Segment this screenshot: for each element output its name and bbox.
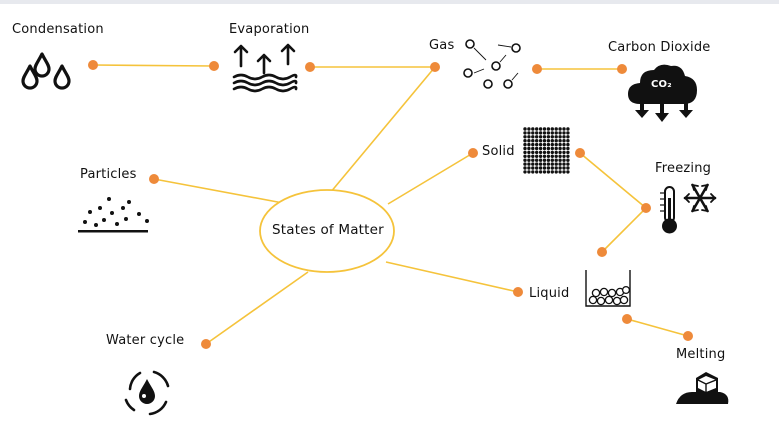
dot-evaporation-left — [209, 61, 219, 71]
label-co2-symbol: CO₂ — [651, 79, 672, 90]
gas-particles-icon — [463, 39, 521, 89]
label-gas: Gas — [429, 38, 455, 53]
line-center-watercycle — [205, 271, 309, 345]
dot-solid-left — [468, 148, 478, 158]
dot-co2 — [617, 64, 627, 74]
line-liquid-melting — [626, 318, 689, 337]
connector-dots — [88, 60, 693, 349]
label-water-cycle: Water cycle — [106, 333, 185, 348]
dot-liquid-top — [597, 247, 607, 257]
top-bar — [0, 0, 779, 4]
line-center-liquid — [385, 261, 519, 293]
dot-solid-right — [575, 148, 585, 158]
label-solid: Solid — [482, 144, 515, 159]
line-center-gas — [329, 66, 436, 194]
solid-grid-icon — [523, 127, 570, 174]
label-liquid: Liquid — [529, 286, 570, 301]
line-condensation-evaporation — [92, 64, 215, 67]
center-ellipse — [259, 189, 395, 273]
thermometer-snowflake-icon — [660, 183, 717, 234]
liquid-beaker-icon — [585, 270, 631, 307]
melting-ice-icon — [676, 372, 729, 404]
label-carbon-dioxide: Carbon Dioxide — [608, 40, 711, 55]
label-evaporation: Evaporation — [229, 22, 310, 37]
water-cycle-icon — [124, 370, 170, 416]
label-melting: Melting — [676, 347, 726, 362]
dot-melting — [683, 331, 693, 341]
line-solid-freezing — [579, 152, 647, 209]
dot-watercycle — [201, 339, 211, 349]
co2-cloud-icon — [628, 64, 697, 122]
dot-freezing — [641, 203, 651, 213]
center-label: States of Matter — [272, 222, 384, 238]
water-drops-icon — [21, 52, 71, 90]
dot-evaporation-right — [305, 62, 315, 72]
line-freezing-liquid — [601, 207, 647, 253]
dot-liquid-bottom — [622, 314, 632, 324]
dot-gas-right — [532, 64, 542, 74]
label-freezing: Freezing — [655, 161, 712, 176]
label-condensation: Condensation — [12, 22, 104, 37]
evaporation-icon — [232, 43, 298, 93]
line-center-solid — [387, 152, 474, 205]
dot-liquid-left — [513, 287, 523, 297]
dot-gas-left — [430, 62, 440, 72]
label-particles: Particles — [80, 167, 137, 182]
particles-icon — [78, 197, 149, 233]
dot-condensation — [88, 60, 98, 70]
dot-particles — [149, 174, 159, 184]
connectors — [92, 64, 689, 345]
line-center-particles — [153, 178, 284, 204]
